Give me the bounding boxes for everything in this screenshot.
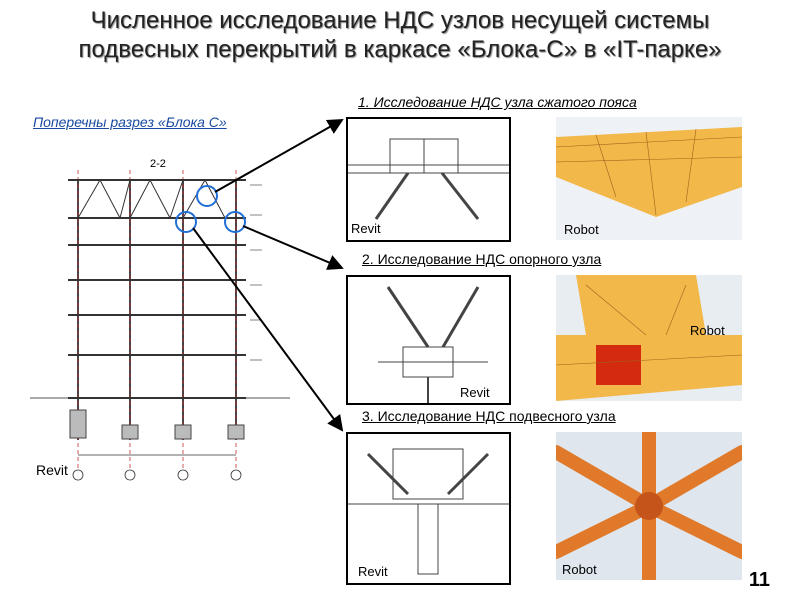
title-line-1: Численное исследование НДС узлов несущей… [90, 7, 710, 34]
left-software-label: Revit [36, 462, 68, 478]
arrow-3 [192, 227, 344, 432]
node-circle-2 [175, 211, 197, 233]
title-line-2: подвесных перекрытий в каркасе «Блока-С»… [78, 36, 722, 63]
study-3-revit-tag: Revit [358, 564, 388, 579]
study-2-revit-panel: Revit [346, 275, 511, 405]
arrow-1 [214, 119, 344, 193]
cross-section-label: Поперечны разрез «Блока С» [33, 114, 227, 130]
page-number: 11 [748, 569, 770, 591]
study-1-label: 1. Исследование НДС узла сжатого пояса [358, 94, 637, 110]
study-1-robot-panel: Robot [556, 117, 742, 240]
study-3-label: 3. Исследование НДС подвесного узла [362, 408, 616, 424]
study-1-revit-tag: Revit [351, 221, 381, 236]
study-2-revit-tag: Revit [460, 385, 490, 400]
study-3-robot-panel: Robot [556, 432, 742, 580]
node-circle-3 [224, 211, 246, 233]
slide-title: Численное исследование НДС узлов несущей… [0, 6, 800, 64]
study-3-revit-panel: Revit [346, 432, 511, 585]
study-2-label: 2. Исследование НДС опорного узла [362, 251, 602, 267]
arrow-2 [242, 225, 344, 270]
section-drawing-label: 2-2 [150, 158, 166, 170]
study-1-robot-tag: Robot [564, 222, 599, 237]
study-2-robot-panel: Robot [556, 275, 742, 401]
study-1-revit-panel: Revit [346, 117, 511, 242]
node-circle-1 [196, 185, 218, 207]
study-2-robot-tag: Robot [690, 323, 725, 338]
study-3-robot-tag: Robot [562, 562, 597, 577]
